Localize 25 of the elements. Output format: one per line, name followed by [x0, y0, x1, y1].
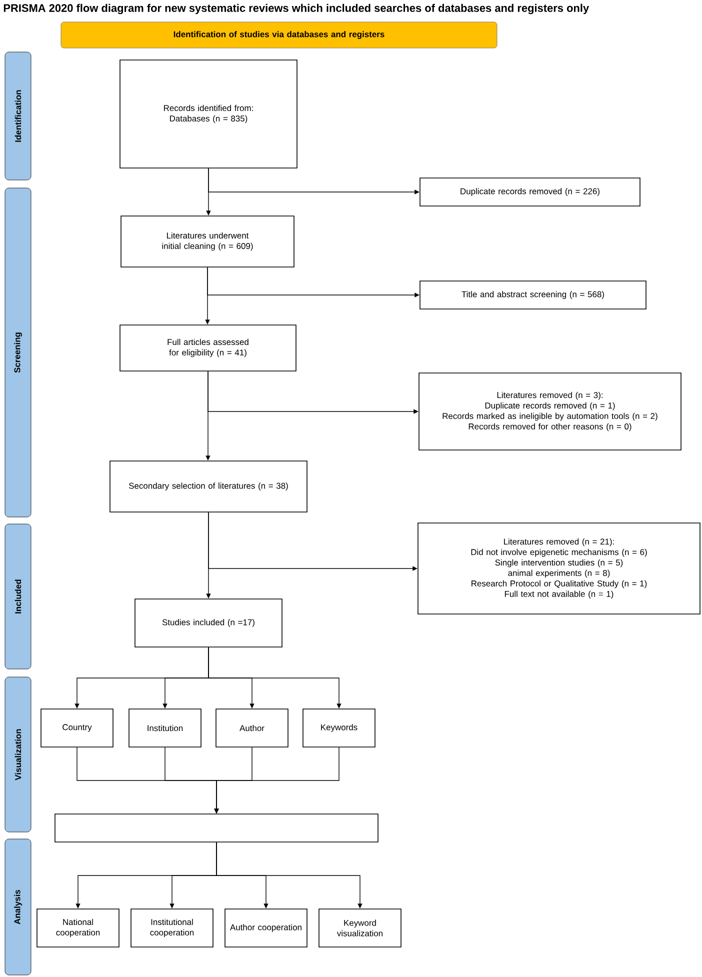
process-box: Studies included (n =17): [134, 598, 282, 648]
process-box: Author cooperation: [224, 908, 308, 948]
process-box: Secondary selection of literatures (n = 38): [110, 460, 308, 512]
process-box: Title and abstract screening (n = 568): [420, 280, 646, 310]
title: PRISMA 2020 flow diagram for new systematic reviews which included searches of databases and registers only: [4, 4, 589, 14]
process-box: National cooperation: [36, 908, 120, 948]
section-banner: Identification of studies via databases and registers: [60, 22, 498, 48]
stage-band: Included: [4, 524, 32, 670]
process-box: Literatures removed (n = 3): Duplicate records removed (n = 1) Records marked as ineligible by automation tools (n = 2) Records removed for other reasons (n = 0): [418, 372, 682, 450]
process-box: [54, 814, 378, 842]
process-box: Full articles assessed for eligibility (n = 41): [120, 324, 296, 372]
stage-band: Analysis: [4, 838, 32, 976]
stage-band: Visualization: [4, 676, 32, 832]
process-box: Duplicate records removed (n = 226): [420, 178, 640, 206]
stage-band: Screening: [4, 188, 32, 518]
process-box: Keyword visualization: [318, 908, 402, 948]
stage-band: Identification: [4, 52, 32, 180]
process-box: Literatures removed (n = 21): Did not involve epigenetic mechanisms (n = 6) Single intervention studies (n = 5) animal experiments (n = 8) Research Protocol or Qualitative Study (n = 1) Full text not available (n = 1): [418, 522, 700, 614]
process-box: Country: [40, 708, 114, 748]
process-box: Institutional cooperation: [130, 908, 214, 948]
process-box: Literatures underwent initial cleaning (n = 609): [120, 216, 294, 268]
process-box: Institution: [128, 708, 202, 748]
process-box: Author: [216, 708, 288, 748]
process-box: Keywords: [302, 708, 376, 748]
process-box: Records identified from: Databases (n = 835): [120, 60, 298, 168]
